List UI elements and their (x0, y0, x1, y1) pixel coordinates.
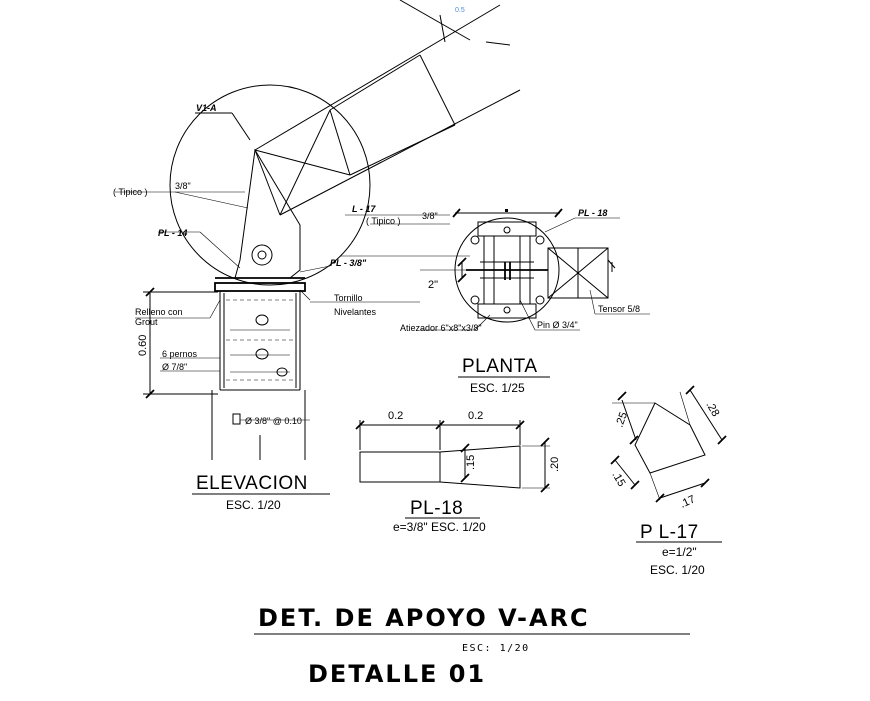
elevation-scale: ESC. 1/20 (226, 498, 281, 512)
top-label: 0.5 (455, 7, 465, 14)
elev-tipico-size: 3/8" (175, 181, 191, 191)
elev-relleno: Relleno con (135, 307, 183, 317)
plan-l17: L - 17 (352, 204, 376, 214)
elevation-column (211, 282, 306, 460)
plan-tensor: Tensor 5/8 (598, 304, 640, 314)
pl17-dim-17: .17 (678, 493, 697, 510)
gusset-plate (215, 148, 305, 284)
elevation-title: ELEVACION (196, 473, 308, 494)
footer-title: DET. DE APOYO V-ARC (258, 604, 590, 632)
elev-pernos-2: Ø 7/8" (162, 362, 187, 372)
truss-arc: 0.5 (254, 0, 521, 216)
pl18-dim-b: 0.2 (468, 410, 483, 422)
elevation-height-dimension: 0.60 (137, 287, 218, 399)
plan-pin: Pin Ø 3/4" (537, 320, 578, 330)
pl18-dim-20: .20 (549, 457, 561, 472)
pl18-dim-15: .15 (465, 455, 477, 470)
elev-plate-38: PL - 3/8" (330, 258, 367, 268)
elevation-leaders (115, 191, 331, 421)
elev-tornillo: Tornillo (334, 293, 363, 303)
elev-grout: Grout (135, 317, 158, 327)
plan-tipico: ( Tipico ) (366, 216, 401, 226)
pl18-sub: e=3/8" ESC. 1/20 (393, 520, 486, 534)
pl18-dim-a: 0.2 (388, 410, 403, 422)
height-dim: 0.60 (137, 335, 149, 356)
detail-circle: V1-A (169, 84, 371, 286)
pl17-title: P L-17 (640, 522, 699, 543)
truss-label: V1-A (196, 103, 217, 113)
pl17-thick: e=1/2" (662, 545, 697, 559)
elev-pernos-1: 6 pernos (162, 349, 198, 359)
elev-stirrup: Ø 3/8" @ 0.10 (245, 416, 302, 426)
elev-tipico: ( Tipico ) (113, 187, 148, 197)
elev-plate-14: PL - 14 (158, 228, 187, 238)
footer-detail: DETALLE 01 (308, 660, 486, 688)
pl18-shape (355, 420, 550, 493)
plan-atiezador: Atiezador 6"x8"x3/8" (400, 323, 482, 333)
plan-tipico-size: 3/8" (422, 211, 438, 221)
pl17-dim-25: .25 (614, 411, 631, 429)
plan-dim-2in: 2" (428, 279, 438, 291)
footer-scale: ESC: 1/20 (462, 643, 530, 654)
pl17-shape (610, 385, 727, 503)
pl17-scale: ESC. 1/20 (650, 563, 705, 577)
plan-detail (340, 208, 650, 331)
plan-title: PLANTA (462, 356, 538, 377)
plan-scale: ESC. 1/25 (470, 381, 525, 395)
elev-nivelantes: Nivelantes (334, 307, 377, 317)
plan-plate-18: PL - 18 (578, 208, 607, 218)
pl18-title: PL-18 (410, 498, 463, 519)
